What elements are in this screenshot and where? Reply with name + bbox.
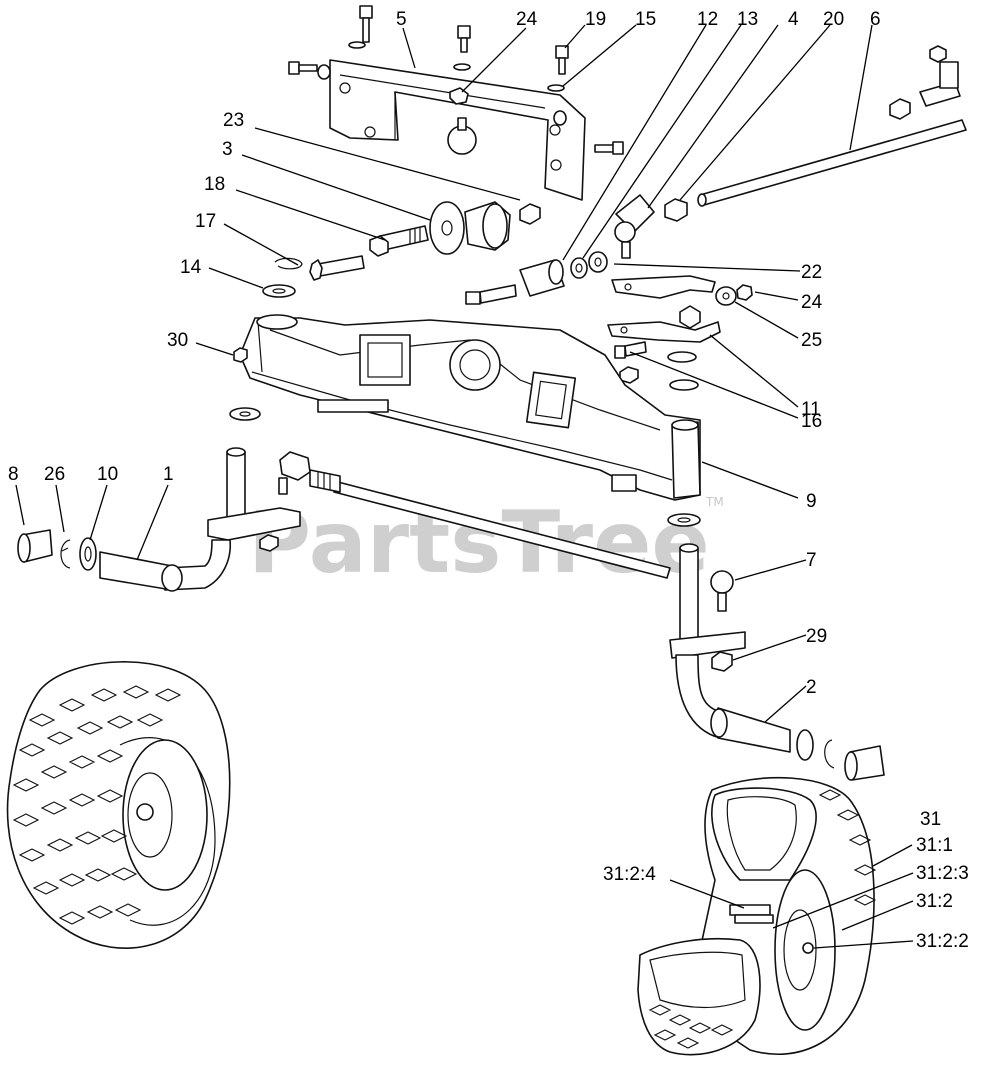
watermark-brand: PartsTree — [248, 493, 710, 593]
callout-5: 5 — [396, 9, 407, 30]
bracket-bolts — [288, 5, 624, 225]
ball-joint-4 — [614, 194, 655, 259]
callout-31-1: 31:1 — [916, 835, 953, 856]
callout-31-2: 31:2 — [916, 891, 953, 912]
pivot-bracket — [329, 59, 586, 201]
nut-left — [259, 534, 279, 552]
callout-18: 18 — [204, 174, 225, 195]
right-spindle-washers — [796, 729, 885, 781]
hairpin-clip — [274, 257, 303, 270]
steering-plate-lower — [607, 321, 721, 343]
callout-4: 4 — [788, 9, 799, 30]
callout-1: 1 — [163, 464, 174, 485]
shoulder-bolt — [465, 284, 517, 305]
drag-link-rod — [697, 119, 967, 207]
callout-2: 2 — [806, 677, 817, 698]
callout-24-right: 24 — [801, 292, 823, 313]
clevis-pin — [309, 255, 365, 281]
leader-lines — [15, 24, 914, 949]
front-axle — [239, 314, 701, 501]
tire-right-exploded — [637, 776, 875, 1056]
callout-31-2-2: 31:2:2 — [916, 931, 969, 952]
steering-plate-upper — [611, 275, 716, 299]
callout-19: 19 — [585, 9, 606, 30]
spindle-left — [99, 447, 301, 592]
bolt-16 — [614, 341, 699, 391]
callout-29: 29 — [806, 626, 827, 647]
callout-25: 25 — [801, 330, 822, 351]
washer-13 — [570, 251, 608, 279]
tie-rod — [278, 451, 671, 579]
callout-23: 23 — [223, 110, 244, 131]
callout-12: 12 — [697, 9, 718, 30]
callout-9: 9 — [806, 491, 817, 512]
pivot-bolt — [369, 225, 429, 257]
callout-30: 30 — [167, 330, 188, 351]
callout-10: 10 — [97, 464, 118, 485]
tire-left — [6, 661, 231, 949]
watermark-tm: TM — [705, 495, 724, 509]
axle-washer — [229, 407, 261, 421]
tire-left-tread — [12, 685, 182, 925]
washer-14 — [262, 284, 296, 298]
callout-31-2-3: 31:2:3 — [916, 863, 969, 884]
callout-31-2-4: 31:2:4 — [603, 864, 656, 885]
callout-8: 8 — [8, 464, 19, 485]
right-axle-washer — [667, 513, 701, 527]
e-ring-26 — [60, 539, 71, 569]
nut-29 — [711, 651, 733, 672]
callout-11: 11 — [801, 399, 821, 420]
callout-16: 16 — [801, 411, 822, 432]
ball-joint-7 — [710, 570, 734, 612]
callout-20: 20 — [823, 9, 844, 30]
callout-3: 3 — [222, 139, 233, 160]
callout-24-top: 24 — [516, 9, 538, 30]
callout-13: 13 — [737, 9, 758, 30]
spindle-right — [669, 543, 791, 753]
callout-6: 6 — [870, 9, 881, 30]
spacer-tube — [519, 259, 565, 297]
callout-7: 7 — [806, 550, 817, 571]
callout-15: 15 — [635, 9, 656, 30]
callout-14: 14 — [180, 257, 202, 278]
washer-25 — [715, 286, 737, 306]
nut-20 — [664, 198, 688, 222]
grease-fitting-30 — [233, 347, 248, 363]
callout-26: 26 — [44, 464, 65, 485]
spacer-small — [679, 305, 701, 329]
hub-cap-8 — [17, 529, 53, 563]
callout-22: 22 — [801, 262, 822, 283]
callout-17: 17 — [195, 211, 216, 232]
washer-10 — [79, 537, 97, 571]
callout-labels: 5 24 19 15 12 13 4 20 6 23 3 18 17 14 30… — [8, 9, 969, 952]
callout-31: 31 — [920, 809, 941, 830]
nut-24b — [736, 284, 753, 301]
rod-elbow-fittings — [889, 45, 961, 120]
tire-right-tread — [648, 789, 877, 1049]
pivot-bushing — [429, 201, 511, 255]
